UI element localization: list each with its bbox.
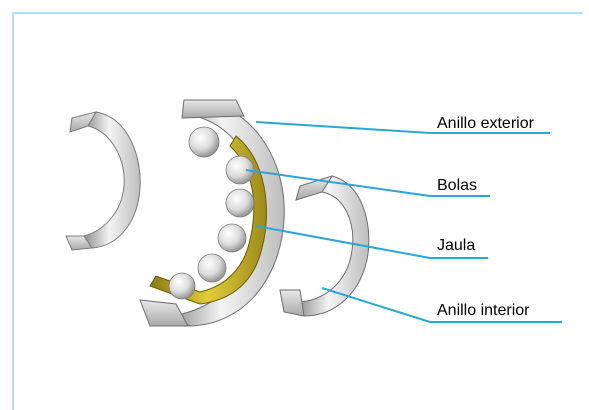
- ball: [169, 273, 195, 299]
- label-cage: Jaula: [437, 237, 475, 254]
- left-ring-part: [66, 112, 140, 250]
- ball: [198, 254, 226, 282]
- label-balls: Bolas: [437, 177, 477, 194]
- label-inner-ring: Anillo interior: [437, 302, 530, 319]
- ball: [218, 224, 246, 252]
- label-outer-ring: Anillo exterior: [437, 115, 535, 132]
- ball: [226, 189, 254, 217]
- inner-ring-shape: [280, 176, 369, 316]
- ball: [189, 127, 219, 157]
